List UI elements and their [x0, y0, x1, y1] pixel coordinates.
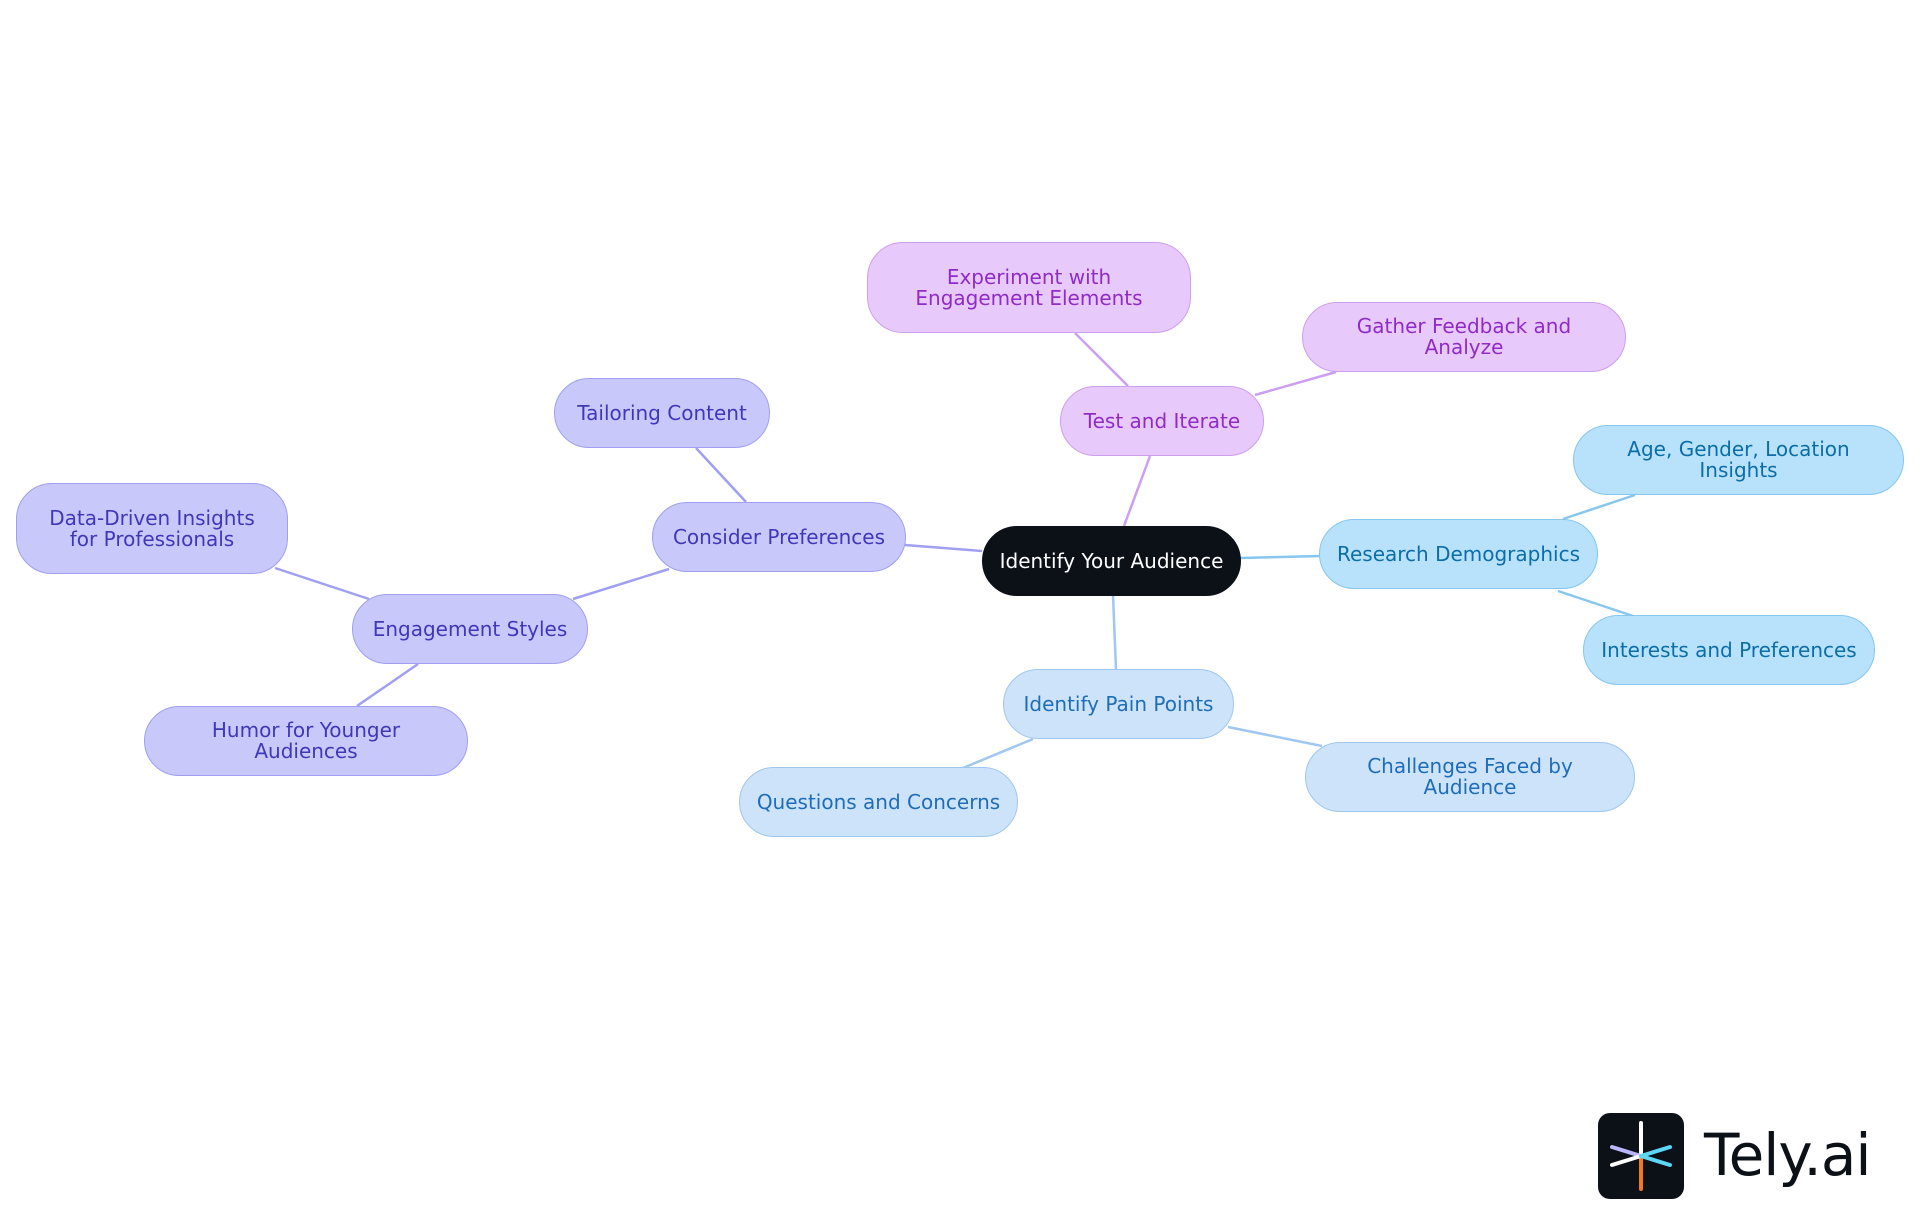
brand-wordmark: Tely.ai — [1704, 1121, 1872, 1189]
edge-painpoints-questions — [962, 737, 1034, 770]
asterisk-logo-icon — [1598, 1113, 1684, 1199]
node-engagement-styles[interactable]: Engagement Styles — [352, 594, 588, 664]
node-tailoring-content[interactable]: Tailoring Content — [554, 378, 770, 448]
brand-logo: Tely.ai — [1598, 1113, 1884, 1199]
node-consider-preferences[interactable]: Consider Preferences — [652, 502, 906, 572]
edge-root-demographics — [1239, 554, 1321, 560]
node-challenges-faced[interactable]: Challenges Faced by Audience — [1305, 742, 1635, 812]
edge-painpoints-challenges — [1227, 725, 1323, 748]
edge-root-painpoints — [1111, 594, 1118, 671]
edge-demographics-age — [1562, 493, 1636, 521]
node-research-demographics[interactable]: Research Demographics — [1319, 519, 1598, 589]
node-questions-concerns[interactable]: Questions and Concerns — [739, 767, 1018, 837]
root-node[interactable]: Identify Your Audience — [982, 526, 1241, 596]
edge-engagement-datadriven — [274, 566, 370, 601]
node-experiment-engagement[interactable]: Experiment with Engagement Elements — [867, 242, 1191, 333]
edge-engagement-humor — [356, 662, 419, 708]
edge-iterate-experiment — [1074, 332, 1129, 387]
node-humor-younger-audiences[interactable]: Humor for Younger Audiences — [144, 706, 468, 776]
node-gather-feedback[interactable]: Gather Feedback and Analyze — [1302, 302, 1626, 372]
node-age-gender-location[interactable]: Age, Gender, Location Insights — [1573, 425, 1904, 495]
edge-root-preferences — [904, 543, 983, 553]
edge-preferences-engagement — [572, 567, 670, 601]
node-identify-pain-points[interactable]: Identify Pain Points — [1003, 669, 1234, 739]
edge-root-iterate — [1122, 455, 1152, 527]
node-data-driven-insights[interactable]: Data-Driven Insights for Professionals — [16, 483, 288, 574]
node-test-and-iterate[interactable]: Test and Iterate — [1060, 386, 1264, 456]
node-interests-preferences[interactable]: Interests and Preferences — [1583, 615, 1875, 685]
edge-demographics-interests — [1557, 589, 1634, 618]
edge-iterate-feedback — [1254, 370, 1337, 397]
edge-preferences-tailoring — [695, 447, 747, 503]
